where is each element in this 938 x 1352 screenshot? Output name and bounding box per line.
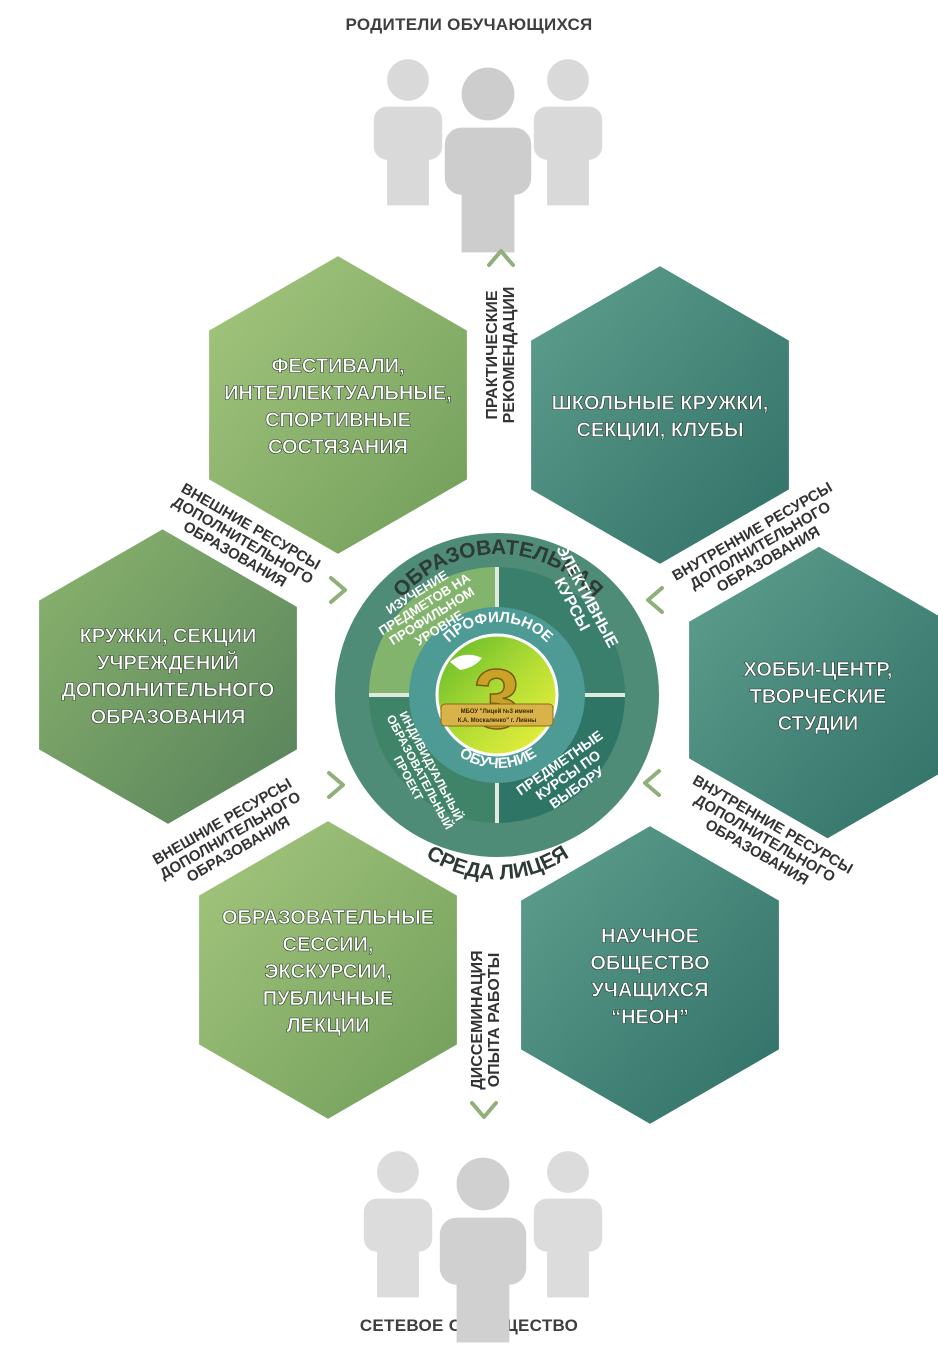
chevron-down-icon <box>470 1101 498 1119</box>
connector-label-line: ДИССЕМИНАЦИЯ <box>469 950 486 1089</box>
hex-school-clubs-line: СЕКЦИИ, КЛУБЫ <box>576 420 743 442</box>
hex-external-clubs-line: ДОПОЛНИТЕЛЬНОГО <box>62 680 275 702</box>
hex-educational-sessions-line: ПУБЛИЧНЫЕ <box>263 988 394 1010</box>
logo-digit: 3 <box>474 652 521 746</box>
hex-hobby-center-line: ТВОРЧЕСКИЕ <box>750 686 887 708</box>
hex-festivals: ФЕСТИВАЛИ, ИНТЕЛЛЕКТУАЛЬНЫЕ, СПОРТИВНЫЕ СОС… <box>207 253 469 557</box>
network-community-people-icon <box>363 1151 603 1343</box>
logo-banner-line-1: МБОУ "Лицей №3 имени <box>461 708 534 715</box>
parents-people-icon <box>373 59 603 253</box>
chevron-left-icon <box>646 586 664 614</box>
hex-festivals-line: ИНТЕЛЛЕКТУАЛЬНЫЕ, <box>224 383 452 405</box>
hex-external-clubs-line: КРУЖКИ, СЕКЦИИ <box>80 626 257 648</box>
hex-scientific-society: НАУЧНОЕ ОБЩЕСТВО УЧАЩИХСЯ “НЕОН” <box>519 823 781 1127</box>
connector-label-line: ПРАКТИЧЕСКИЕ <box>484 290 501 419</box>
hex-external-clubs-line: УЧРЕЖДЕНИЙ <box>97 651 239 675</box>
hex-external-clubs-line: ОБРАЗОВАНИЯ <box>91 707 246 729</box>
hex-festivals-line: ФЕСТИВАЛИ, <box>271 356 404 378</box>
hex-festivals-line: СПОРТИВНЫЕ <box>265 410 411 432</box>
hex-hobby-center-line: ХОББИ-ЦЕНТР, <box>744 659 893 681</box>
chevron-right-icon <box>329 576 347 604</box>
connector-label-line: ОПЫТА РАБОТЫ <box>486 953 503 1088</box>
hex-hobby-center-line: СТУДИИ <box>778 713 859 735</box>
hex-scientific-society-line: ОБЩЕСТВО <box>590 953 709 975</box>
hex-educational-sessions-line: ЛЕКЦИИ <box>287 1015 370 1037</box>
hex-educational-sessions: ОБРАЗОВАТЕЛЬНЫЕ СЕССИИ, ЭКСКУРСИИ, ПУБЛИЧНЫ… <box>197 818 459 1122</box>
hex-hobby-center: ХОББИ-ЦЕНТР, ТВОРЧЕСКИЕ СТУДИИ <box>687 543 938 847</box>
chevron-left-icon <box>643 769 661 797</box>
hex-educational-sessions-line: ОБРАЗОВАТЕЛЬНЫЕ <box>222 907 434 929</box>
hex-school-clubs-line: ШКОЛЬНЫЕ КРУЖКИ, <box>552 393 769 415</box>
hex-educational-sessions-line: ЭКСКУРСИИ, <box>264 961 391 983</box>
dove-icon <box>450 654 482 670</box>
hex-scientific-society-line: НАУЧНОЕ <box>601 926 699 948</box>
hex-educational-sessions-line: СЕССИИ, <box>283 934 374 956</box>
hex-school-clubs: ШКОЛЬНЫЕ КРУЖКИ, СЕКЦИИ, КЛУБЫ <box>529 263 791 567</box>
chevron-right-icon <box>327 771 345 799</box>
hex-scientific-society-line: “НЕОН” <box>611 1007 689 1029</box>
connector-label-line: РЕКОМЕНДАЦИИ <box>501 287 518 424</box>
hex-external-clubs: КРУЖКИ, СЕКЦИИ УЧРЕЖДЕНИЙ ДОПОЛНИТЕЛЬНОГО О… <box>37 523 299 827</box>
logo-banner <box>440 703 554 727</box>
hex-festivals-line: СОСТЯЗАНИЯ <box>268 437 408 459</box>
hex-scientific-society-line: УЧАЩИХСЯ <box>591 980 708 1002</box>
chevron-up-icon <box>487 249 515 267</box>
logo-banner-line-2: К.А. Москаленко" г. Ливны <box>458 718 537 724</box>
top-caption: РОДИТЕЛИ ОБУЧАЮЩИХСЯ <box>345 15 593 34</box>
